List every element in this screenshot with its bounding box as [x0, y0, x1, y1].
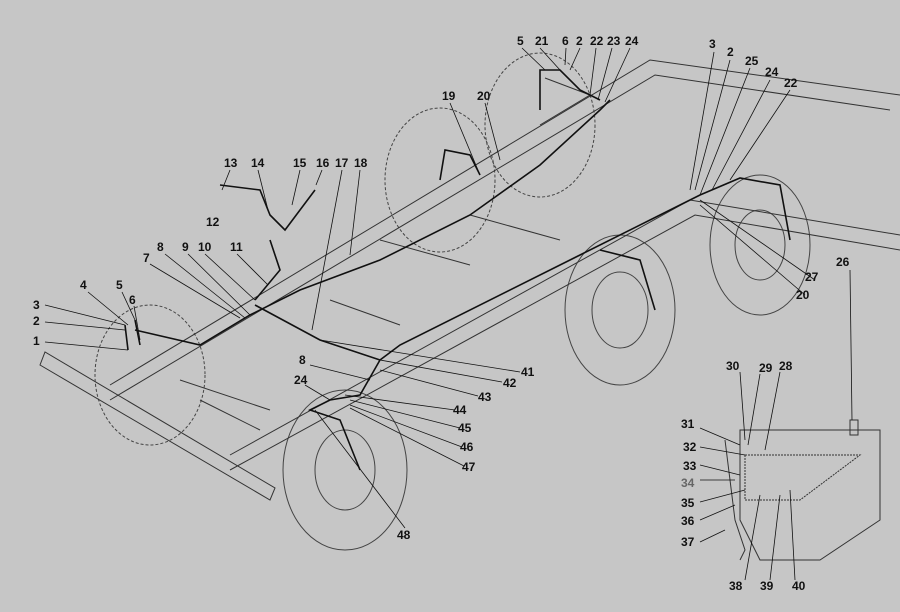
frame-rails	[39, 59, 900, 501]
callout-number: 27	[805, 270, 819, 284]
callout-number: 22	[784, 76, 798, 90]
callout-number: 38	[729, 579, 743, 593]
callout-number: 2	[727, 45, 734, 59]
callout-number: 1	[33, 334, 40, 348]
wheel-front-left	[94, 304, 206, 446]
callout-number: 5	[116, 278, 123, 292]
callout-number: 42	[503, 376, 517, 390]
callout-number: 20	[477, 89, 491, 103]
callout-number: 32	[683, 440, 697, 454]
callout-number: 18	[354, 156, 368, 170]
callout-number: 2	[33, 314, 40, 328]
callout-number: 17	[335, 156, 349, 170]
callout-number: 20	[796, 288, 810, 302]
callout-number: 6	[562, 34, 569, 48]
wheel-rear-right	[564, 174, 811, 386]
callout-number: 44	[453, 403, 467, 417]
callout-number: 28	[779, 359, 793, 373]
callout-number: 13	[224, 156, 238, 170]
callout-number: 24	[294, 373, 308, 387]
callout-number: 40	[792, 579, 806, 593]
hub-section-detail	[724, 419, 881, 561]
callout-number: 3	[709, 37, 716, 51]
callout-number: 25	[745, 54, 759, 68]
callout-number: 26	[836, 255, 850, 269]
callout-number: 33	[683, 459, 697, 473]
callout-number: 16	[316, 156, 330, 170]
callout-number: 12	[206, 215, 220, 229]
wheel-front-right	[282, 389, 408, 551]
callout-number: 34	[681, 476, 695, 490]
callout-number: 22	[590, 34, 604, 48]
callout-number: 23	[607, 34, 621, 48]
callout-number: 43	[478, 390, 492, 404]
callout-number: 8	[157, 240, 164, 254]
callout-number: 6	[129, 293, 136, 307]
callout-number: 9	[182, 240, 189, 254]
callout-number: 11	[230, 240, 243, 254]
callout-number: 35	[681, 496, 695, 510]
callout-number: 7	[143, 251, 150, 265]
callout-number: 24	[765, 65, 779, 79]
callout-number: 39	[760, 579, 774, 593]
callout-number: 21	[535, 34, 549, 48]
callout-number: 5	[517, 34, 524, 48]
callout-number: 41	[521, 365, 535, 379]
callout-number: 47	[462, 460, 476, 474]
callout-number: 46	[460, 440, 474, 454]
callout-number: 15	[293, 156, 307, 170]
callout-number: 37	[681, 535, 695, 549]
callout-number: 8	[299, 353, 306, 367]
callout-number: 10	[198, 240, 212, 254]
callout-number: 14	[251, 156, 265, 170]
callout-number: 48	[397, 528, 411, 542]
callout-number: 2	[576, 34, 583, 48]
callout-number: 31	[681, 417, 695, 431]
leader-lines	[44, 47, 853, 581]
brake-lines	[124, 69, 791, 471]
callout-number: 36	[681, 514, 695, 528]
callout-number: 45	[458, 421, 472, 435]
callout-number: 3	[33, 298, 40, 312]
wheel-rear-left-1	[384, 52, 596, 253]
callout-number: 29	[759, 361, 773, 375]
callout-number: 24	[625, 34, 639, 48]
callout-number: 19	[442, 89, 456, 103]
callout-number: 4	[80, 278, 87, 292]
callout-number: 30	[726, 359, 740, 373]
